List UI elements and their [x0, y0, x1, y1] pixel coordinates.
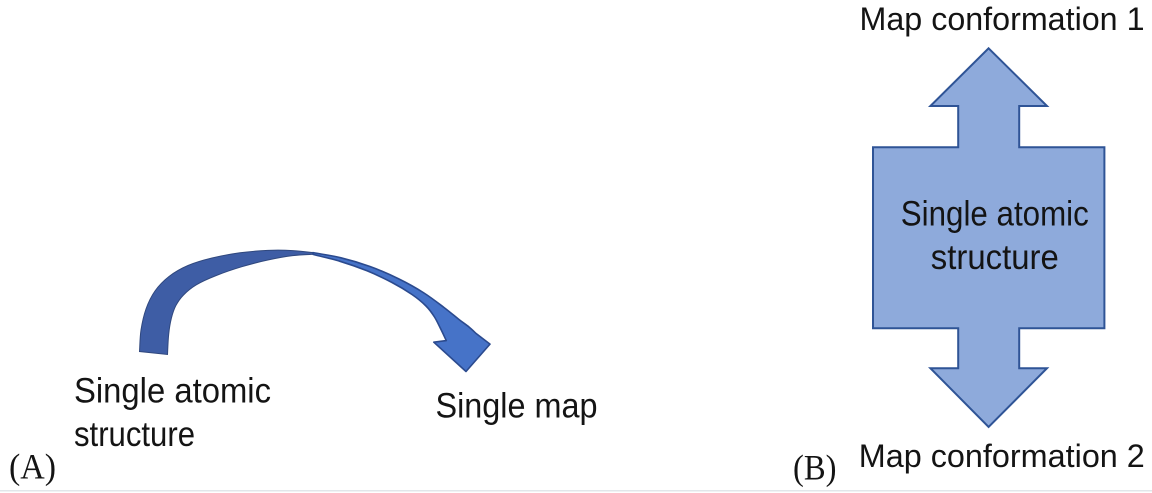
- panel-a-source-label-line2: structure: [74, 415, 195, 454]
- curved-arrow-dark-limb: [138, 249, 314, 356]
- panel-b-center-label-line2: structure: [931, 238, 1059, 277]
- panel-b-label: (B): [793, 448, 837, 488]
- panel-a-source-label-line1: Single atomic: [74, 372, 271, 411]
- panel-a: Single atomic structure Single map (A): [9, 249, 598, 487]
- panel-b-center-label-line1: Single atomic: [901, 195, 1089, 234]
- panel-b: Map conformation 1 Single atomic structu…: [793, 1, 1145, 488]
- panel-b-top-label: Map conformation 1: [860, 1, 1145, 37]
- panel-b-bottom-label: Map conformation 2: [859, 438, 1145, 474]
- panel-a-label: (A): [9, 447, 56, 487]
- panel-a-target-label: Single map: [436, 387, 598, 426]
- rect-with-double-arrow: [872, 46, 1106, 429]
- curved-arrow-head-limb: [312, 251, 491, 373]
